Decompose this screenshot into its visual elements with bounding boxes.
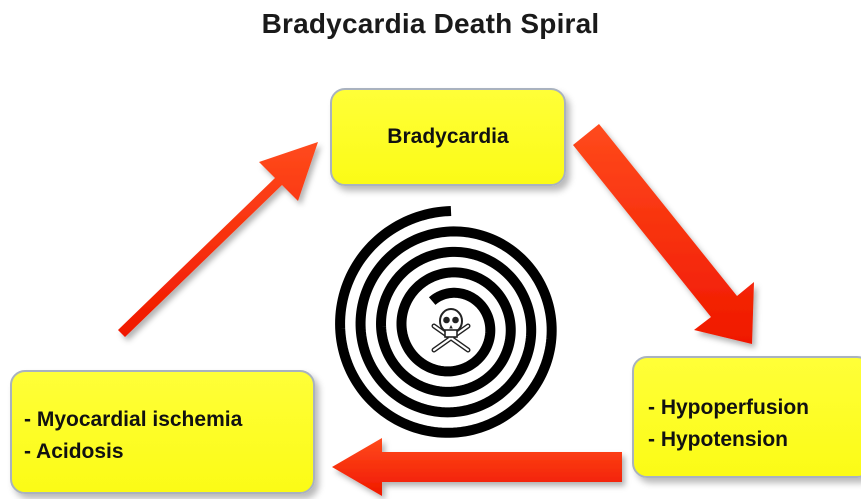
node-hypoperfusion-hypotension: - Hypoperfusion - Hypotension (632, 356, 861, 478)
node-hypotension-label: - Hypotension (648, 424, 861, 456)
arrow-hypotension-to-ischemia (332, 438, 622, 496)
node-ischemia-acidosis: - Myocardial ischemia - Acidosis (10, 370, 315, 494)
node-bradycardia: Bradycardia (330, 88, 566, 186)
arrow-ischemia-to-bradycardia (118, 142, 318, 337)
node-acidosis-label: - Acidosis (24, 436, 313, 468)
node-hypoperfusion-label: - Hypoperfusion (648, 392, 861, 424)
arrow-bradycardia-to-hypoperfusion (573, 124, 754, 344)
node-ischemia-label: - Myocardial ischemia (24, 404, 313, 436)
node-bradycardia-label: Bradycardia (387, 125, 508, 149)
skull-and-crossbones-icon (434, 309, 468, 350)
